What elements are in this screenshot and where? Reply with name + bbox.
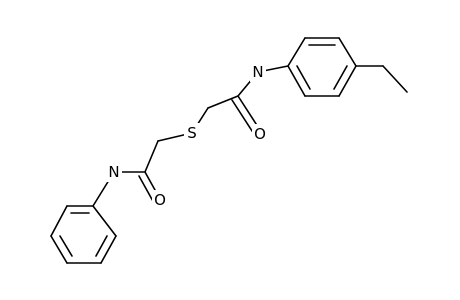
bonds — [50, 37, 408, 264]
atom-labels: N O S N O — [106, 62, 268, 210]
atom-label-n-lower: N — [108, 163, 119, 181]
ring-upper-bond — [287, 37, 306, 67]
ring-upper-bond — [338, 65, 357, 97]
nitrogen-atom-upper: N — [250, 62, 266, 82]
bond-ch2-carbonyl — [144, 140, 159, 173]
atom-label-n-upper: N — [252, 63, 263, 81]
oxygen-atom-upper: O — [252, 124, 268, 144]
ring-lower-inner-bond — [95, 235, 108, 257]
sulfur-atom: S — [184, 123, 200, 143]
bond-ethyl-terminal — [382, 65, 408, 93]
bond-carbonyl-ch2 — [207, 95, 239, 109]
ring-lower-bond — [50, 205, 68, 237]
ring-lower-bond — [50, 235, 68, 264]
ring-upper-bond — [287, 65, 306, 97]
nitrogen-atom-lower: N — [106, 162, 122, 182]
atom-label-o-lower: O — [154, 191, 166, 209]
ring-upper-inner-bond — [296, 65, 311, 90]
ring-upper-bond — [338, 37, 357, 67]
bond-carbonyl-oxygen — [138, 175, 155, 204]
ring-lower-inner-bond — [59, 235, 73, 257]
atom-label-s: S — [187, 124, 197, 142]
oxygen-atom-lower: O — [152, 190, 168, 210]
ring-lower-bond — [100, 235, 117, 264]
bond-carbonyl-oxygen — [231, 99, 255, 135]
upper-phenyl-ring — [287, 37, 357, 97]
atom-label-o-upper: O — [254, 125, 266, 143]
ring-upper-inner-bond — [333, 65, 348, 90]
ring-lower-bond — [92, 205, 117, 237]
lower-phenyl-ring — [50, 205, 117, 264]
